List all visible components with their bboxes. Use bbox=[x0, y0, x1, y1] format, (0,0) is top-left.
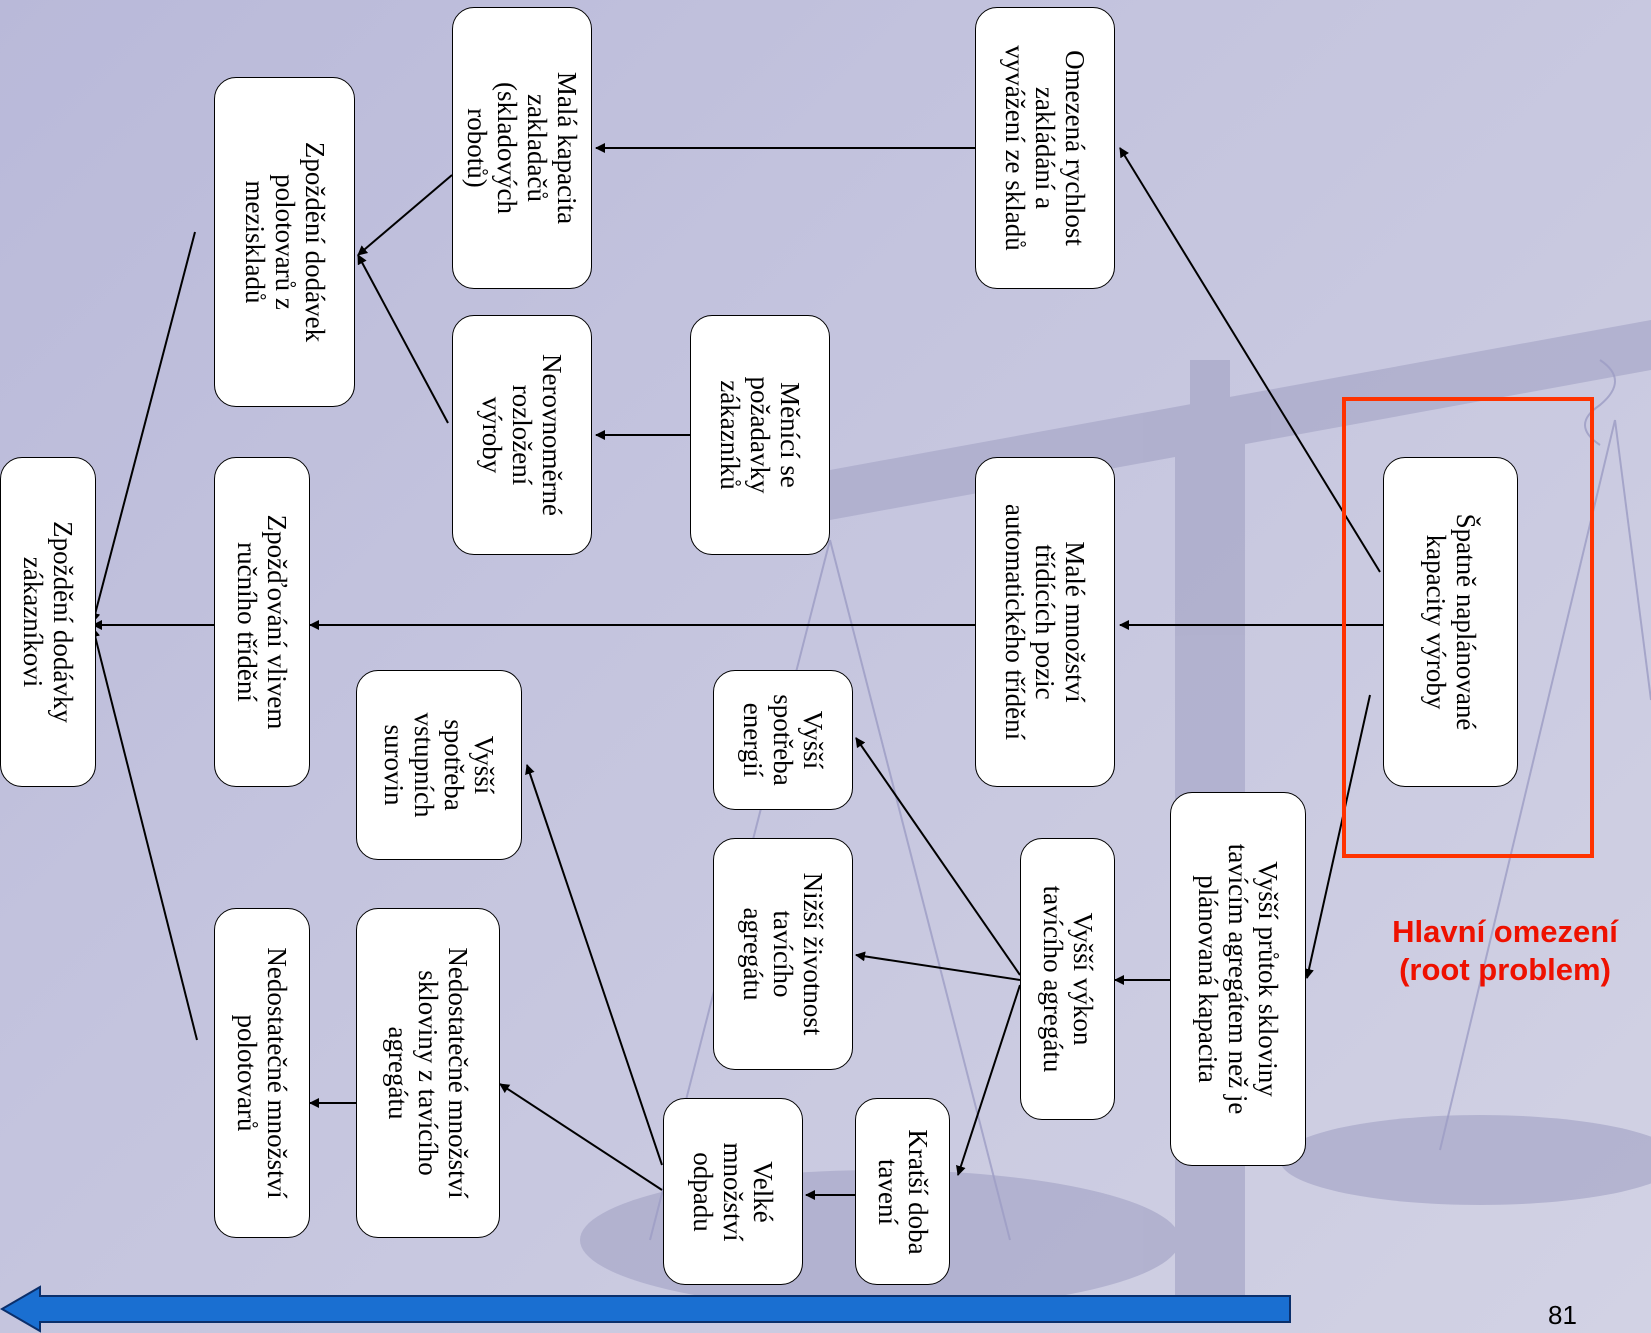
node-menici-se-pozadavky: Měnící se požadavky zákazníků bbox=[690, 315, 830, 555]
node-zpozdeni-dodavky-zakaznikovi: Zpoždění dodávky zákazníkovi bbox=[0, 457, 96, 787]
node-nedostatecne-mnozstvi-polotovaru: Nedostatečné množství polotovarů bbox=[214, 908, 310, 1238]
edge-spatne-omezena bbox=[1119, 147, 1381, 573]
edge-vykon-zivotnost bbox=[855, 951, 1021, 981]
direction-arrow-left-icon bbox=[0, 1285, 1291, 1333]
node-nerovnomerne-rozlozeni: Nerovnoměrné rozložení výroby bbox=[452, 315, 592, 555]
node-nizsi-zivotnost-agregatu: Nižší životnost tavícího agregátu bbox=[713, 838, 853, 1070]
node-velke-mnozstvi-odpadu: Velké množství odpadu bbox=[663, 1098, 803, 1285]
node-vyssi-spotreba-energii: Vyšší spotřeba energií bbox=[713, 670, 853, 810]
node-nedostatecne-mnozstvi-skloviny: Nedostatečné množství skloviny z tavícíh… bbox=[356, 908, 500, 1238]
edge-spatne-pruttok bbox=[1304, 694, 1371, 979]
edge-nedostpol-zakaz bbox=[90, 627, 198, 1041]
edge-vykon-kratsi bbox=[956, 984, 1021, 1176]
edge-nerovn-zpozd bbox=[357, 254, 449, 424]
node-zpozdeni-dodavek-polotovaru: Zpoždění dodávek polotovarů z meziskladů bbox=[214, 77, 355, 407]
node-mala-kapacita-zakladacu: Malá kapacita zakladačů (skladových robo… bbox=[452, 7, 592, 289]
edge-vykon-energie bbox=[855, 737, 1021, 976]
edge-zpozd-zakaz bbox=[90, 231, 196, 623]
node-omezena-rychlost: Omezená rychlost zakládání a vyvážení ze… bbox=[975, 7, 1115, 289]
node-male-mnozstvi-tridicich-pozic: Malé množství třídících pozic automatick… bbox=[975, 457, 1115, 787]
node-spatne-naplanovane-kapacity: Špatně naplánované kapacity výroby bbox=[1383, 457, 1518, 787]
edge-velke-skloviny bbox=[499, 1083, 663, 1191]
node-kratsi-doba-taveni: Kratší doba tavení bbox=[855, 1098, 950, 1285]
root-problem-label: Hlavní omezení (root problem) bbox=[1392, 914, 1618, 987]
edge-mala-zpozd bbox=[357, 174, 453, 256]
edge-velke-surovin bbox=[525, 764, 663, 1166]
node-vyssi-vykon-agregatu: Vyšší výkon tavícího agregátu bbox=[1020, 838, 1115, 1120]
node-zpozdovani-rucniho-trideni: Zpožďování vlivem ručního třídění bbox=[214, 457, 310, 787]
root-problem-frame bbox=[1342, 397, 1594, 858]
node-vyssi-pruttok-skloviny: Vyšší průtok skloviny tavícím agregátem … bbox=[1170, 792, 1306, 1166]
node-vyssi-spotreba-surovin: Vyšší spotřeba vstupních surovin bbox=[356, 670, 522, 860]
page-number: 81 bbox=[1548, 1300, 1577, 1330]
